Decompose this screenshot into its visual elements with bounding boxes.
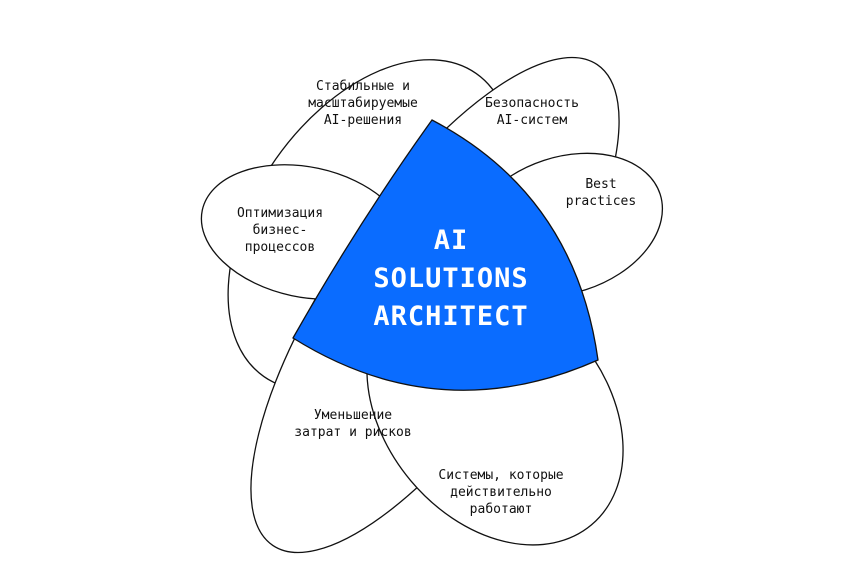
petal-label-optimization: Оптимизация бизнес- процессов bbox=[236, 206, 324, 255]
center-region bbox=[292, 119, 599, 391]
petal-label-reduce: Уменьшение затрат и рисков bbox=[294, 408, 412, 440]
petal-label-best-practices: Best practices bbox=[565, 177, 637, 209]
petal-label-stable: Стабильные и масштабируемые AI-решения bbox=[308, 79, 418, 128]
center-title: AI SOLUTIONS ARCHITECT bbox=[373, 225, 529, 332]
petal-label-systems: Системы, которые действительно работают bbox=[438, 468, 564, 517]
petal-label-security: Безопасность AI-систем bbox=[485, 96, 579, 128]
